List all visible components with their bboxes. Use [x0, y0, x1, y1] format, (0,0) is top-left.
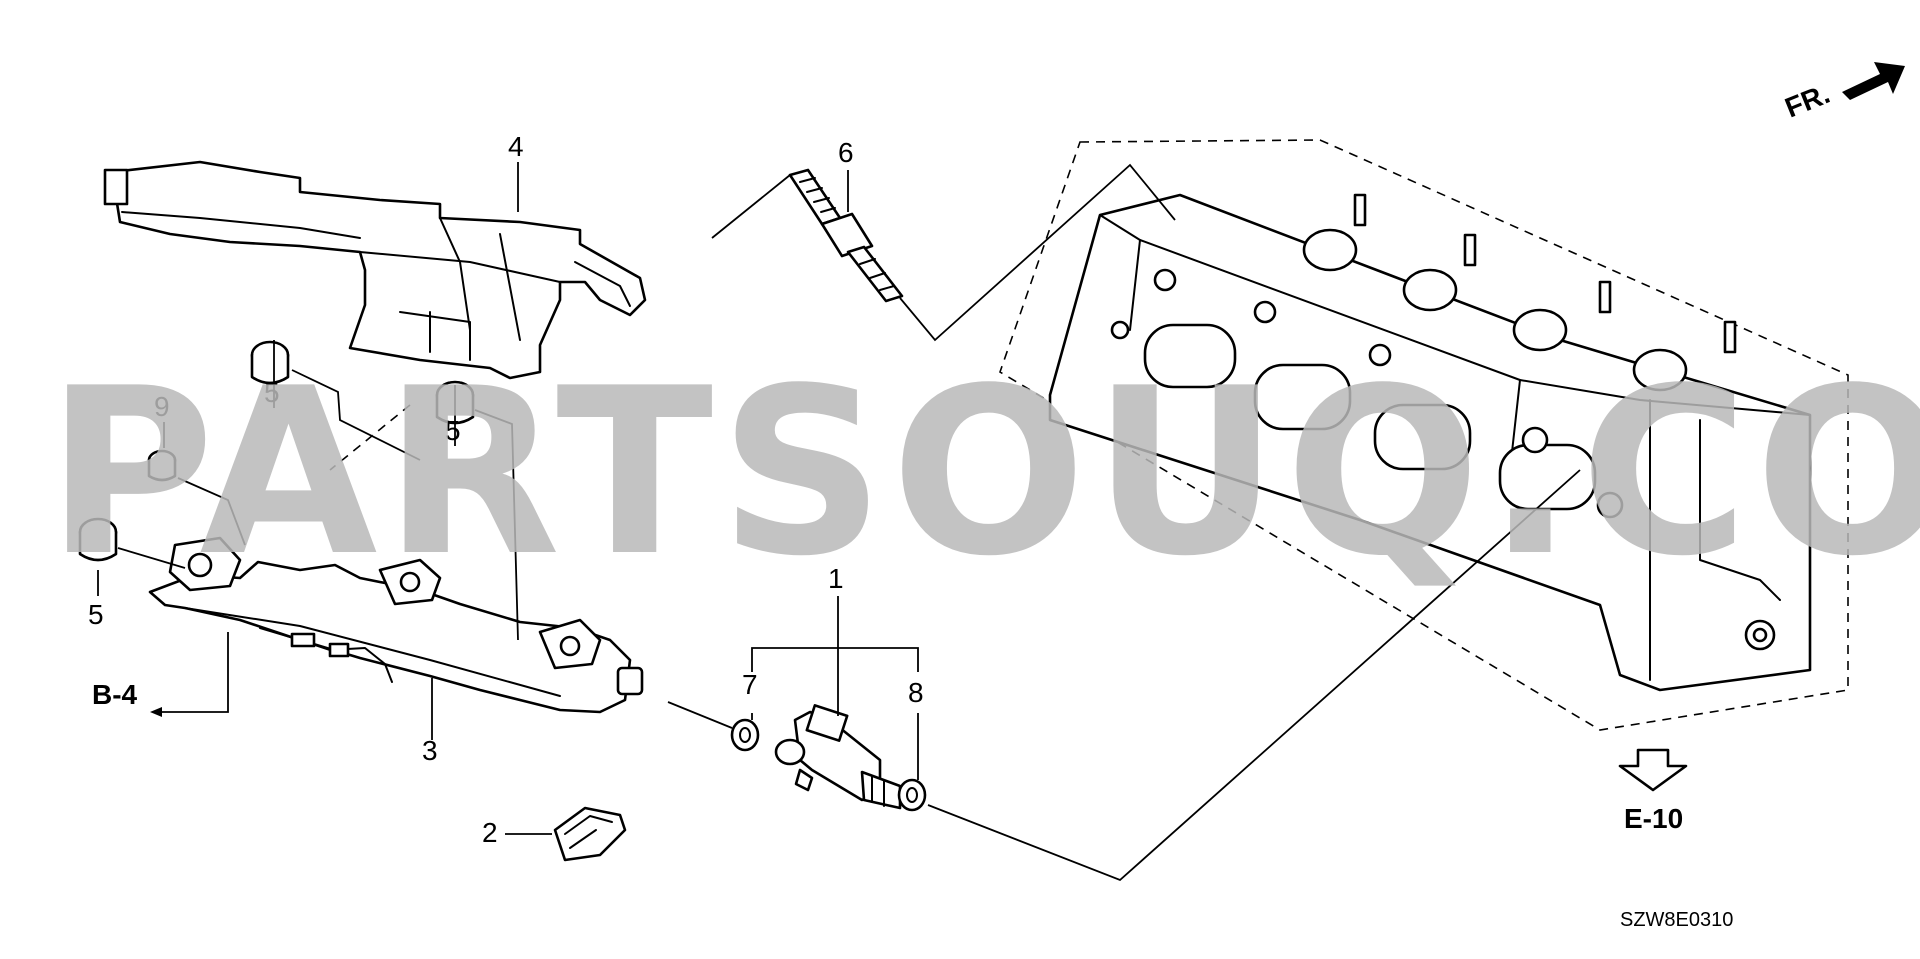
e10-reference: E-10: [1618, 748, 1688, 834]
seal-ring-7: [730, 718, 760, 752]
down-arrow-icon: [1618, 748, 1688, 792]
callout-4: 4: [508, 131, 524, 162]
b4-arrow-icon: [150, 707, 162, 717]
assembly-boundary: [999, 139, 1849, 731]
fuel-rail: [148, 536, 644, 714]
grommet-mid: [435, 380, 475, 425]
grommet-left: [78, 517, 118, 562]
callout-6: 6: [838, 137, 854, 168]
callout-5-left: 5: [88, 599, 104, 630]
direction-label: FR.: [1781, 78, 1834, 124]
diagram-code: SZW8E0310: [1620, 909, 1733, 931]
watermark: PARTSOUQ.COM: [46, 340, 1920, 607]
seal-ring-8: [897, 778, 927, 812]
callout-8: 8: [908, 677, 924, 708]
stud-bolt: [788, 168, 904, 303]
callout-1: 1: [828, 563, 844, 594]
b4-label: B-4: [92, 679, 138, 710]
fr-arrow-icon: [1842, 62, 1905, 100]
e10-label: E-10: [1624, 803, 1683, 834]
callout-3: 3: [422, 735, 438, 766]
callout-5-upper: 5: [264, 377, 280, 408]
callout-5-mid: 5: [445, 415, 461, 446]
cylinder-head-assembly: [999, 139, 1849, 731]
callout-7: 7: [742, 669, 758, 700]
clip: [553, 806, 627, 862]
callout-9: 9: [154, 391, 170, 422]
injector: [774, 704, 902, 810]
front-direction-indicator: FR.: [1781, 62, 1905, 124]
leader-lines: [97, 162, 1581, 882]
grommet-upper: [250, 340, 290, 385]
callout-2: 2: [482, 817, 498, 848]
cover: [103, 160, 647, 380]
small-grommet: [147, 449, 177, 482]
